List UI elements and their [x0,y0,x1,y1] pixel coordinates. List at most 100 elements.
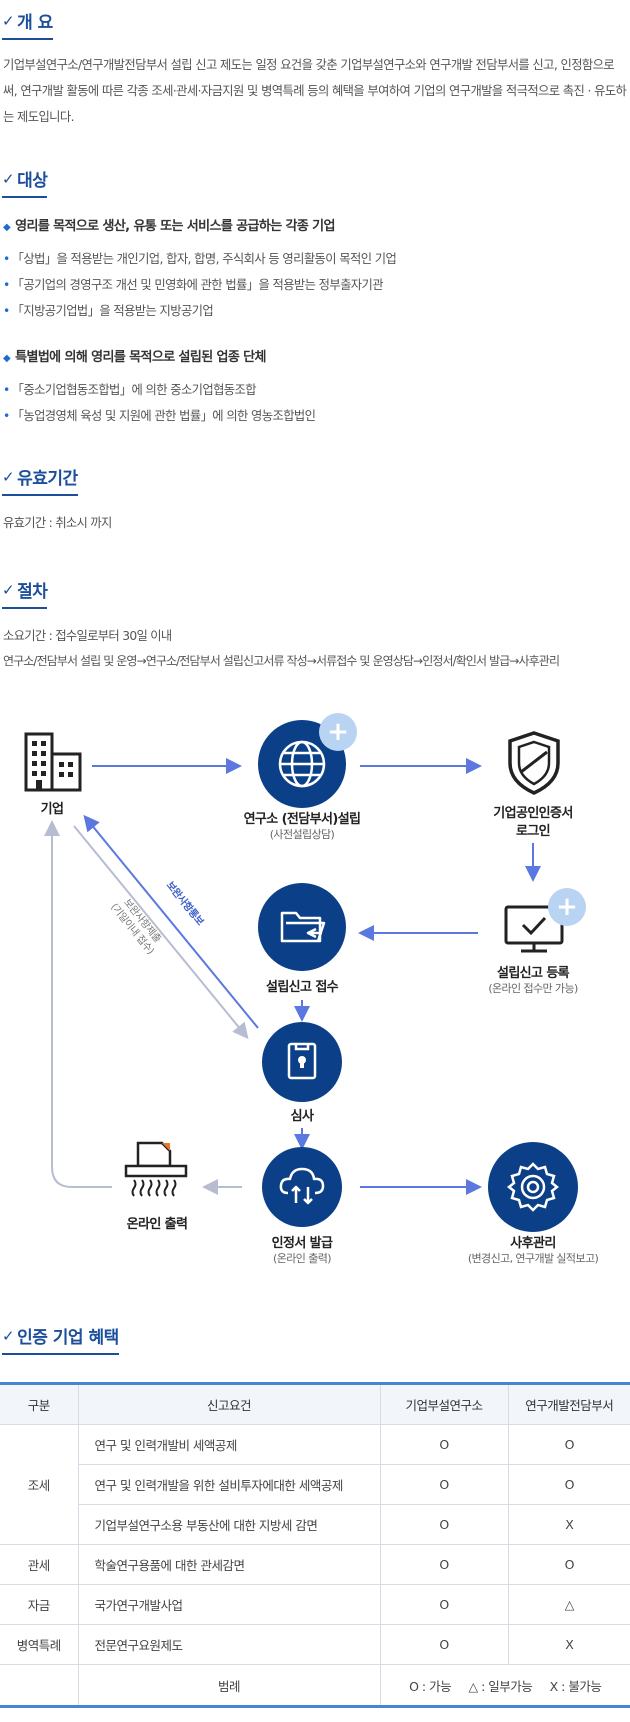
legend-values: O : 가능 △ : 일부가능 X : 불가능 [379,1664,630,1707]
table-cell-requirement: 연구 및 인력개발비 세액공제 [77,1424,380,1465]
bullet-icon: • [3,278,10,292]
table-cell-requirement: 연구 및 인력개발을 위한 설비투자에대한 세액공제 [77,1464,380,1505]
step-setup: 연구소 (전담부서)설립 [243,812,361,827]
target-group1-heading: ◆ 영리를 목적으로 생산, 유통 또는 서비스를 공급하는 각종 기업 [3,215,335,234]
overview-heading: ✓개 요 [2,8,53,40]
table-row: 자금 국가연구개발사업 O △ [0,1584,630,1625]
step-issue-sub: (온라인 출력) [273,1252,331,1265]
issue-circle [262,1147,342,1227]
target-group1-heading-text: 영리를 목적으로 생산, 유통 또는 서비스를 공급하는 각종 기업 [15,219,335,234]
table-category: 자금 [0,1584,78,1625]
list-item-text: 「지방공기업법」을 적용받는 지방공기업 [11,304,214,318]
procedure-diagram [44,758,541,1195]
table-cell-dept: X [507,1504,630,1545]
check-icon: ✓ [2,580,15,599]
list-item: •「중소기업협동조합법」에 의한 중소기업협동조합 [3,380,257,398]
diamond-icon: ◆ [3,222,11,233]
printer-icon [124,1141,188,1197]
procedure-heading: ✓절차 [2,577,48,609]
step-aftercare-sub: (변경신고, 연구개발 실적보고) [467,1252,599,1265]
table-header: 연구개발전담부서 [507,1383,630,1425]
table-row: 기업부설연구소용 부동산에 대한 지방세 감면 O X [0,1504,630,1545]
table-cell-lab: O [379,1424,508,1465]
step-register: 설립신고 등록 [496,966,570,981]
table-cell-requirement: 전문연구요원제도 [77,1624,380,1665]
check-icon: ✓ [2,467,15,486]
list-item-text: 「공기업의 경영구조 개선 및 민영화에 관한 법률」을 적용받는 정부출자기관 [11,278,384,292]
overview-title: 개 요 [17,13,53,33]
table-header: 기업부설연구소 [379,1383,508,1425]
table-category: 조세 [0,1424,78,1545]
table-header: 구분 [0,1383,78,1425]
legend-label: 범례 [77,1664,380,1707]
benefits-heading: ✓인증 기업 혜택 [2,1323,119,1355]
plus-icon: + [548,888,586,926]
plus-icon: + [319,713,357,751]
clipboard-lock-icon [287,1042,317,1080]
bullet-icon: • [3,252,10,266]
target-heading: ✓대상 [2,166,48,198]
table-cell-lab: O [379,1464,508,1505]
legend-empty-cell [0,1664,78,1707]
check-icon: ✓ [2,11,15,30]
diamond-icon: ◆ [3,353,11,364]
procedure-duration: 소요기간 : 접수일로부터 30일 이내 [3,629,172,643]
step-setup-sub: (사전설립상담) [269,828,335,841]
target-group2-heading: ◆ 특별법에 의해 영리를 목적으로 설립된 업종 단체 [3,346,266,365]
table-cell-dept: △ [507,1584,630,1625]
step-cert-login-2: 로그인 [515,824,551,839]
step-aftercare: 사후관리 [510,1236,556,1251]
step-register-sub: (온라인 접수만 가능) [488,982,578,995]
step-receive: 설립신고 접수 [265,980,339,995]
procedure-title: 절차 [17,582,48,602]
aftercare-circle [488,1142,578,1232]
step-issue: 인정서 발급 [271,1236,333,1251]
table-row: 병역특례 전문연구요원제도 O X [0,1624,630,1665]
benefits-table: 구분 신고요건 기업부설연구소 연구개발전담부서 조세 연구 및 인력개발비 세… [0,1382,630,1708]
gear-icon [506,1162,560,1212]
step-print: 온라인 출력 [126,1217,188,1232]
arrow [73,825,249,1040]
table-cell-dept: O [507,1464,630,1505]
list-item: •「공기업의 경영구조 개선 및 민영화에 관한 법률」을 적용받는 정부출자기… [3,275,384,293]
bullet-icon: • [3,304,10,318]
bullet-icon: • [3,409,10,423]
list-item-text: 「상법」을 적용받는 개인기업, 합자, 합명, 주식회사 등 영리활동이 목적… [11,252,397,266]
table-category: 관세 [0,1544,78,1585]
step-cert-login-1: 기업공인인증서 [493,806,573,821]
table-header-row: 구분 신고요건 기업부설연구소 연구개발전담부서 [0,1383,630,1425]
target-title: 대상 [17,171,48,191]
table-cell-dept: O [507,1544,630,1585]
table-cell-lab: O [379,1504,508,1545]
table-cell-requirement: 국가연구개발사업 [77,1584,380,1625]
validity-heading: ✓유효기간 [2,464,78,496]
table-cell-lab: O [379,1544,508,1585]
table-cell-dept: O [507,1424,630,1465]
table-legend-row: 범례 O : 가능 △ : 일부가능 X : 불가능 [0,1664,630,1707]
bullet-icon: • [3,383,10,397]
review-circle [262,1022,342,1102]
list-item-text: 「중소기업협동조합법」에 의한 중소기업협동조합 [11,383,257,397]
step-company: 기업 [40,802,64,817]
table-cell-lab: O [379,1624,508,1665]
table-cell-requirement: 학술연구용품에 대한 관세감면 [77,1544,380,1585]
table-cell-dept: X [507,1624,630,1665]
overview-text: 기업부설연구소/연구개발전담부서 설립 신고 제도는 일정 요건을 갖춘 기업부… [3,58,627,124]
folder-icon [280,911,326,943]
cloud-transfer-icon [279,1167,325,1205]
list-item: •「농업경영체 육성 및 지원에 관한 법률」에 의한 영농조합법인 [3,406,316,424]
benefits-title: 인증 기업 혜택 [17,1328,119,1348]
table-row: 연구 및 인력개발을 위한 설비투자에대한 세액공제 O O [0,1464,630,1505]
list-item: •「지방공기업법」을 적용받는 지방공기업 [3,301,214,319]
target-group2-heading-text: 특별법에 의해 영리를 목적으로 설립된 업종 단체 [15,350,266,365]
table-category: 병역특례 [0,1624,78,1665]
check-icon: ✓ [2,1326,15,1345]
arrow [44,820,112,1188]
check-icon: ✓ [2,169,15,188]
shield-icon [508,731,560,795]
arrow [83,814,259,1029]
table-row: 관세 학술연구용품에 대한 관세감면 O O [0,1544,630,1585]
building-icon [24,732,82,792]
globe-icon [278,740,326,788]
table-header: 신고요건 [77,1383,380,1425]
